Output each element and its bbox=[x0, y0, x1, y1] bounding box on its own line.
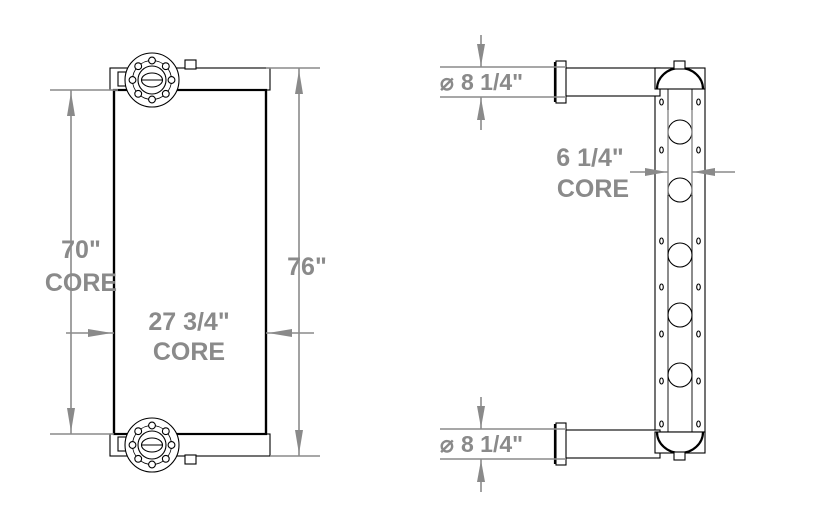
core-height-word: CORE bbox=[45, 269, 117, 297]
side-view-bottom-port bbox=[553, 422, 706, 466]
dimension-core-width: 27 3/4" CORE bbox=[66, 308, 314, 366]
bolt-hole bbox=[148, 95, 156, 104]
overall-height-value: 76" bbox=[287, 253, 327, 281]
front-view-core-body bbox=[109, 67, 271, 457]
rail-hole bbox=[696, 420, 701, 428]
dimension-top-port-diameter: ⌀ 8 1/4" bbox=[440, 35, 566, 130]
rail-hole bbox=[659, 420, 664, 428]
core-height-arrow-bottom bbox=[67, 408, 75, 432]
bolt-hole bbox=[148, 421, 156, 430]
center-hole bbox=[667, 242, 693, 268]
rail-hole bbox=[659, 237, 664, 245]
bolt-hole bbox=[134, 427, 143, 436]
bolt-hole bbox=[134, 89, 143, 98]
top-diameter-symbol-icon: ⌀ bbox=[440, 69, 454, 95]
side-view-rail-holes-right bbox=[696, 98, 701, 428]
core-width-word: CORE bbox=[153, 338, 225, 366]
rail-hole bbox=[659, 98, 664, 106]
bottom-pipe bbox=[563, 429, 661, 459]
bottom-dome-boss bbox=[673, 451, 686, 461]
side-view-top-port bbox=[553, 60, 706, 104]
core-width-arrow-left bbox=[88, 329, 112, 337]
core-rectangle bbox=[112, 88, 268, 436]
bolt-hole bbox=[161, 427, 170, 436]
rail-hole bbox=[696, 283, 701, 291]
overall-height-arrow-bottom bbox=[295, 430, 303, 454]
core-depth-value: 6 1/4" bbox=[556, 144, 623, 172]
tank-boss-group bbox=[184, 59, 197, 465]
top-boss bbox=[184, 59, 197, 70]
side-view-rail-holes-left bbox=[659, 98, 664, 428]
side-view: ⌀ 8 1/4" ⌀ 8 1/4" bbox=[440, 35, 735, 492]
top-dome-band bbox=[654, 67, 706, 90]
rail-hole bbox=[696, 98, 701, 106]
rail-hole bbox=[696, 377, 701, 385]
core-width-arrow-right bbox=[268, 329, 292, 337]
rail-hole bbox=[659, 146, 664, 154]
rail-hole bbox=[659, 377, 664, 385]
bolt-hole bbox=[161, 454, 170, 463]
core-height-value: 70" bbox=[61, 236, 101, 264]
bolt-hole bbox=[134, 454, 143, 463]
bolt-hole bbox=[161, 62, 170, 71]
center-hole bbox=[667, 302, 693, 328]
overall-height-arrow-top bbox=[295, 70, 303, 94]
dimension-overall-height: 76" bbox=[266, 67, 327, 457]
bolt-hole bbox=[128, 76, 137, 84]
bolt-hole bbox=[148, 56, 156, 65]
top-pipe bbox=[563, 67, 661, 97]
front-view-bottom-flange bbox=[117, 417, 180, 473]
bottom-diameter-value: 8 1/4" bbox=[461, 431, 523, 457]
core-depth-arrow-left bbox=[645, 168, 667, 176]
bolt-hole bbox=[167, 76, 176, 84]
bolt-hole bbox=[161, 89, 170, 98]
bottom-diameter-symbol-icon: ⌀ bbox=[440, 431, 454, 457]
dimension-core-depth: 6 1/4" CORE bbox=[556, 110, 735, 203]
bolt-hole bbox=[134, 62, 143, 71]
core-depth-arrow-right bbox=[693, 168, 715, 176]
core-height-arrow-top bbox=[67, 92, 75, 116]
rail-hole bbox=[696, 237, 701, 245]
bottom-dome-band bbox=[654, 431, 706, 454]
bolt-hole bbox=[148, 460, 156, 469]
top-dia-arrow-lower bbox=[477, 98, 485, 120]
center-hole bbox=[667, 362, 693, 388]
rail-hole bbox=[659, 330, 664, 338]
center-hole bbox=[667, 177, 693, 203]
rail-hole bbox=[696, 146, 701, 154]
rail-hole bbox=[659, 283, 664, 291]
bottom-dia-arrow-upper bbox=[477, 406, 485, 428]
bolt-hole bbox=[167, 441, 176, 449]
core-width-value: 27 3/4" bbox=[148, 308, 229, 336]
bottom-boss bbox=[184, 454, 197, 465]
top-diameter-value: 8 1/4" bbox=[461, 69, 523, 95]
bolt-hole bbox=[128, 441, 137, 449]
front-view-top-flange bbox=[117, 52, 180, 108]
rail-hole bbox=[696, 330, 701, 338]
top-dia-arrow-upper bbox=[477, 44, 485, 66]
bottom-dia-arrow-lower bbox=[477, 460, 485, 482]
core-depth-word: CORE bbox=[557, 175, 629, 203]
front-view: 70" CORE 76" 27 3/4" CORE bbox=[45, 52, 327, 473]
dimension-core-height: 70" CORE bbox=[45, 89, 118, 435]
dimension-bottom-port-diameter: ⌀ 8 1/4" bbox=[440, 397, 566, 492]
center-hole bbox=[667, 119, 693, 145]
top-dome-boss bbox=[673, 60, 686, 70]
